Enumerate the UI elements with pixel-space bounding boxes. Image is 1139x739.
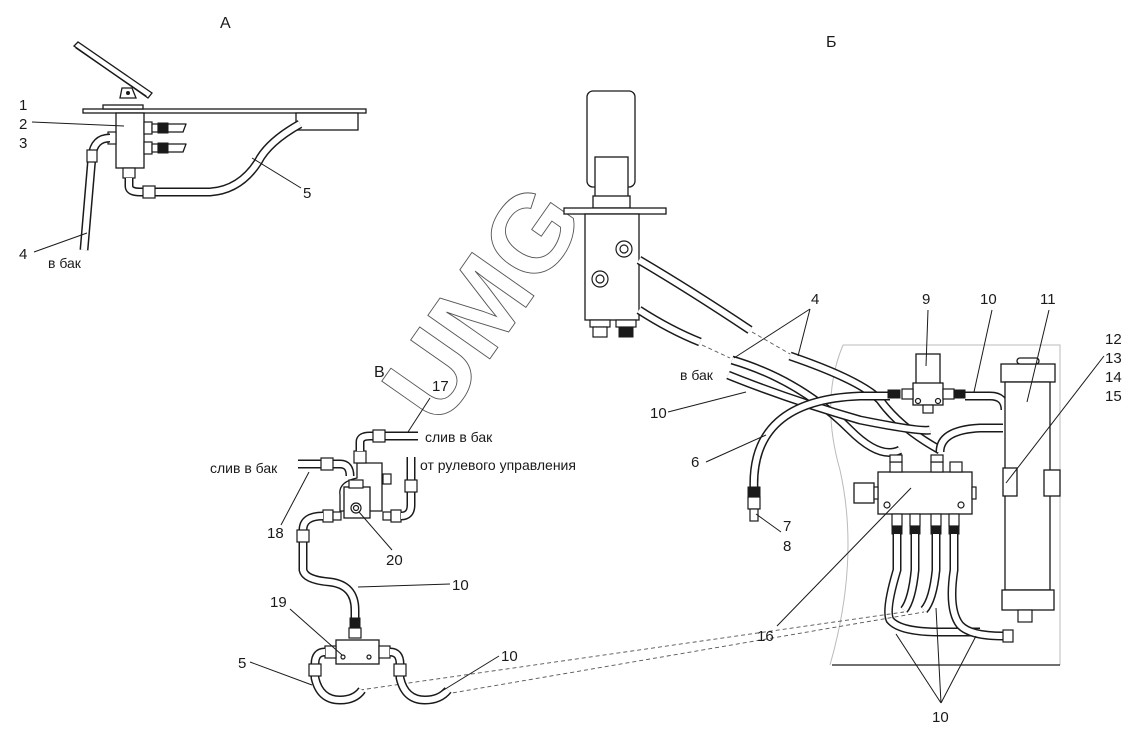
callout-5: 5: [303, 185, 311, 202]
hose-5: [124, 120, 303, 197]
joystick-flange: [563, 207, 667, 215]
note-to-tank-a: в бак: [48, 255, 82, 271]
pedal-valve-body: [115, 112, 145, 169]
pedal-valve-fittings: [107, 121, 187, 179]
floor-plate: [82, 108, 367, 114]
callout-b-14: 14: [1105, 369, 1122, 386]
callout-v-18: 18: [267, 525, 284, 542]
callout-v-5: 5: [238, 655, 246, 672]
callout-b-6: 6: [691, 454, 699, 471]
section-a-pedal-valve: А: [19, 15, 367, 271]
callout-b-10-left: 10: [650, 405, 667, 422]
svg-text:UMG: UMG: [359, 163, 607, 444]
floor-bracket: [295, 112, 359, 131]
callout-b-8: 8: [783, 538, 791, 555]
callout-b-7: 7: [783, 518, 791, 535]
watermark-umg: UMG: [358, 163, 607, 445]
callout-b-15: 15: [1105, 388, 1122, 405]
callout-b-4: 4: [811, 291, 819, 308]
callout-v-19: 19: [270, 594, 287, 611]
callout-1: 1: [19, 97, 27, 114]
tee-19: [335, 639, 380, 665]
mounting-panel: [843, 344, 1061, 665]
section-v-valve-assembly: В: [210, 364, 576, 705]
section-b-label: Б: [826, 34, 837, 51]
brake-pedal: [72, 41, 153, 99]
hose-10-mid: [298, 511, 360, 625]
callout-4: 4: [19, 246, 27, 263]
note-from-steering: от рулевого управления: [420, 457, 576, 473]
section-a-label: А: [220, 15, 231, 32]
callout-b-10-bottom: 10: [932, 709, 949, 726]
callout-v-20: 20: [386, 552, 403, 569]
distributor-outlet-hoses: [884, 513, 1014, 643]
callout-v-17: 17: [432, 378, 449, 395]
filter-11-cap: [1000, 363, 1056, 383]
callout-b-10-top: 10: [980, 291, 997, 308]
note-to-tank-b: в бак: [680, 367, 714, 383]
callout-v-10-mid: 10: [452, 577, 469, 594]
callout-b-12: 12: [1105, 331, 1122, 348]
callout-b-9: 9: [922, 291, 930, 308]
callout-b-13: 13: [1105, 350, 1122, 367]
callout-b-16: 16: [757, 628, 774, 645]
control-valve-body: [584, 213, 640, 321]
callout-b-11: 11: [1040, 291, 1056, 308]
pedal-base: [102, 104, 144, 110]
joystick-neck: [594, 156, 629, 198]
section-v-label: В: [374, 364, 385, 381]
callout-2: 2: [19, 116, 27, 133]
callout-3: 3: [19, 135, 27, 152]
callout-v-10-low: 10: [501, 648, 518, 665]
note-drain-left: слив в бак: [210, 460, 278, 476]
note-drain-right: слив в бак: [425, 429, 493, 445]
section-b-control-unit: Б: [359, 34, 1122, 726]
valve-9: [915, 353, 941, 385]
distributor-16: [877, 471, 973, 515]
